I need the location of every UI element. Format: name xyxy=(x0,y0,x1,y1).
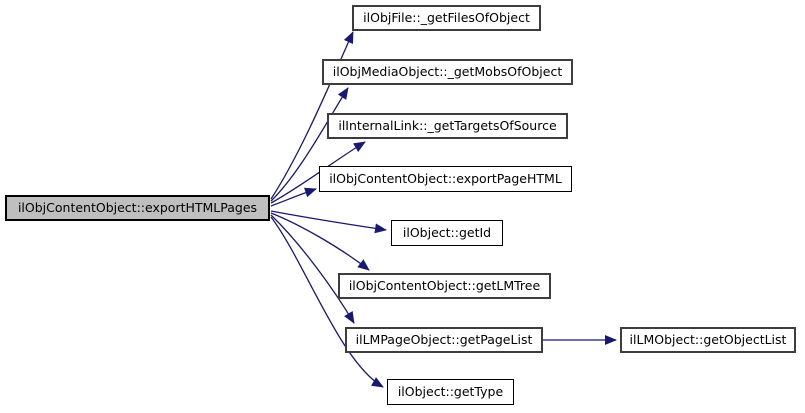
graph-node-getLMTree[interactable]: ilObjContentObject::getLMTree xyxy=(338,273,551,299)
graph-node-getMobsOfObject[interactable]: ilObjMediaObject::_getMobsOfObject xyxy=(322,59,573,85)
call-edge-exportHTMLPages-getType xyxy=(270,216,384,388)
call-edge-exportHTMLPages-getPageList xyxy=(270,214,355,324)
graph-node-getObjectList[interactable]: ilLMObject::getObjectList xyxy=(620,327,796,353)
graph-node-exportHTMLPages: ilObjContentObject::exportHTMLPages xyxy=(5,195,270,221)
call-edge-exportHTMLPages-getFilesOfObject xyxy=(270,31,354,200)
graph-node-getId[interactable]: ilObject::getId xyxy=(391,220,503,246)
call-edge-exportHTMLPages-getMobsOfObject xyxy=(270,87,349,202)
graph-node-getTargetsOfSource[interactable]: ilInternalLink::_getTargetsOfSource xyxy=(327,113,568,139)
graph-node-exportPageHTML[interactable]: ilObjContentObject::exportPageHTML xyxy=(319,166,572,192)
call-edge-exportHTMLPages-getLMTree xyxy=(270,212,370,271)
graph-node-getType[interactable]: ilObject::getType xyxy=(387,379,514,405)
graph-node-getFilesOfObject[interactable]: ilObjFile::_getFilesOfObject xyxy=(352,5,541,31)
call-edge-exportHTMLPages-getId xyxy=(270,210,387,234)
graph-node-getPageList[interactable]: ilLMPageObject::getPageList xyxy=(345,327,543,353)
call-edge-exportHTMLPages-exportPageHTML xyxy=(270,187,317,207)
